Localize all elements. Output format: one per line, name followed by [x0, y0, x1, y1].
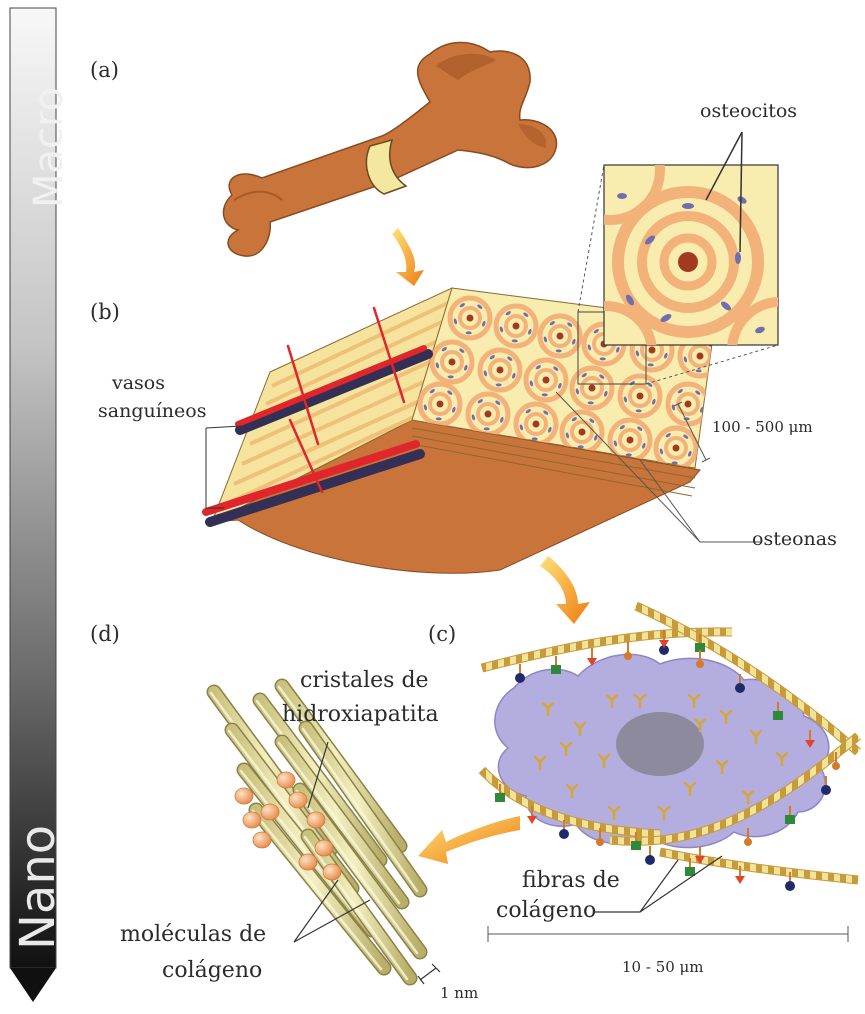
scale-label-macro: Macro [26, 87, 72, 208]
label-moleculas-2: colágeno [162, 958, 262, 984]
arrow-a-to-b [392, 228, 424, 286]
arrow-c-to-d [418, 816, 520, 864]
label-scale-b: 100 - 500 μm [712, 418, 813, 436]
panel-label-d: (d) [90, 622, 120, 647]
label-fibras-2: colágeno [496, 898, 596, 924]
arrow-b-to-c [540, 556, 590, 624]
label-osteocitos: osteocitos [700, 100, 797, 123]
panel-label-b: (b) [90, 300, 120, 325]
label-moleculas-1: moléculas de [120, 922, 266, 948]
label-scale-c: 10 - 50 μm [622, 958, 704, 976]
panel-label-a: (a) [90, 58, 119, 83]
scale-label-nano: Nano [10, 825, 66, 950]
panel-label-c: (c) [428, 622, 456, 647]
label-vasos-1: vasos [112, 372, 165, 395]
collagen-fiber-cell [482, 606, 858, 912]
femur-bone [223, 42, 556, 256]
label-osteonas: osteonas [752, 528, 837, 551]
label-cristales-2: hidroxiapatita [282, 702, 439, 728]
label-scale-d: 1 nm [440, 984, 478, 1002]
label-cristales-1: cristales de [300, 668, 429, 694]
scale-bar-c [488, 926, 848, 942]
label-fibras-1: fibras de [522, 868, 620, 894]
label-vasos-2: sanguíneos [98, 400, 206, 423]
